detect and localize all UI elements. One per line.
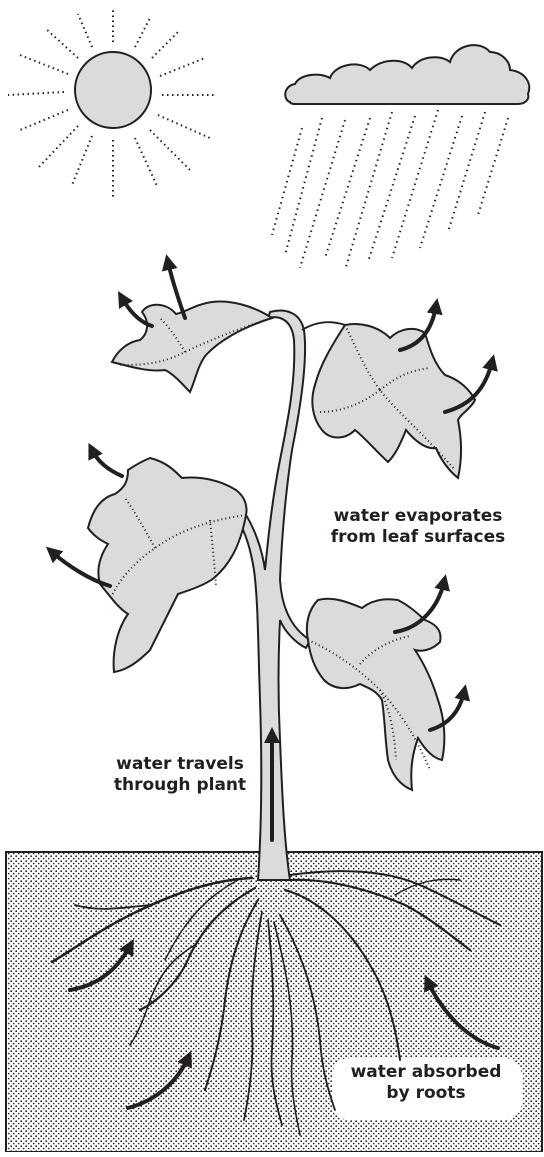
travel-label-line-1: water travels	[95, 754, 265, 775]
travel-label-line-2: through plant	[95, 775, 265, 796]
absorption-label: water absorbed by roots	[328, 1062, 524, 1104]
evaporation-label-line-2: from leaf surfaces	[318, 527, 518, 548]
travel-label: water travels through plant	[95, 754, 265, 796]
rain	[272, 110, 508, 270]
evaporation-arrow-5	[92, 450, 122, 476]
evaporation-label: water evaporates from leaf surfaces	[318, 506, 518, 548]
absorption-label-line-1: water absorbed	[328, 1062, 524, 1083]
leaf-middle-right	[307, 599, 444, 790]
cloud	[285, 45, 529, 104]
leaf-middle-left	[88, 458, 247, 672]
leaf-top-right	[312, 324, 475, 478]
absorption-label-line-2: by roots	[328, 1083, 524, 1104]
evaporation-label-line-1: water evaporates	[318, 506, 518, 527]
sun	[8, 10, 215, 200]
